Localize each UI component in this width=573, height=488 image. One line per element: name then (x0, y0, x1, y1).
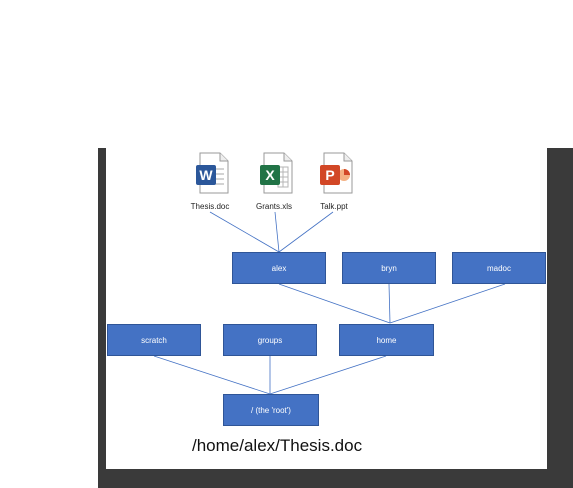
edge-thesis-alex (209, 211, 280, 253)
node-alex[interactable]: alex (232, 252, 326, 284)
file-talk[interactable]: P Talk.ppt (304, 151, 364, 211)
file-grants[interactable]: X Grants.xls (244, 151, 304, 211)
powerpoint-slide-icon: P (320, 152, 353, 194)
edge-talk-alex (278, 211, 334, 253)
word-doc-icon: W (196, 152, 229, 194)
file-thesis[interactable]: W Thesis.doc (180, 151, 240, 211)
edge-madoc-home (389, 283, 506, 324)
excel-sheet-icon: X (260, 152, 293, 194)
file-name-label: Grants.xls (255, 202, 292, 211)
file-name-label: Talk.ppt (320, 202, 348, 211)
node-madoc[interactable]: madoc (452, 252, 546, 284)
node-home[interactable]: home (339, 324, 434, 356)
svg-text:X: X (265, 167, 275, 183)
node-scratch[interactable]: scratch (107, 324, 201, 356)
node-bryn[interactable]: bryn (342, 252, 436, 284)
svg-text:P: P (325, 167, 334, 183)
edge-scratch-root (153, 355, 271, 395)
example-path: /home/alex/Thesis.doc (192, 436, 363, 455)
file-name-label: Thesis.doc (190, 202, 230, 211)
node-groups[interactable]: groups (223, 324, 317, 356)
edge-bryn-home (388, 283, 391, 324)
edge-alex-home (278, 283, 391, 324)
edge-grants-alex (274, 211, 280, 253)
node-root[interactable]: / (the 'root') (223, 394, 319, 426)
edge-home-root (269, 355, 387, 395)
svg-text:W: W (199, 167, 213, 183)
diagram-panel (106, 148, 547, 469)
